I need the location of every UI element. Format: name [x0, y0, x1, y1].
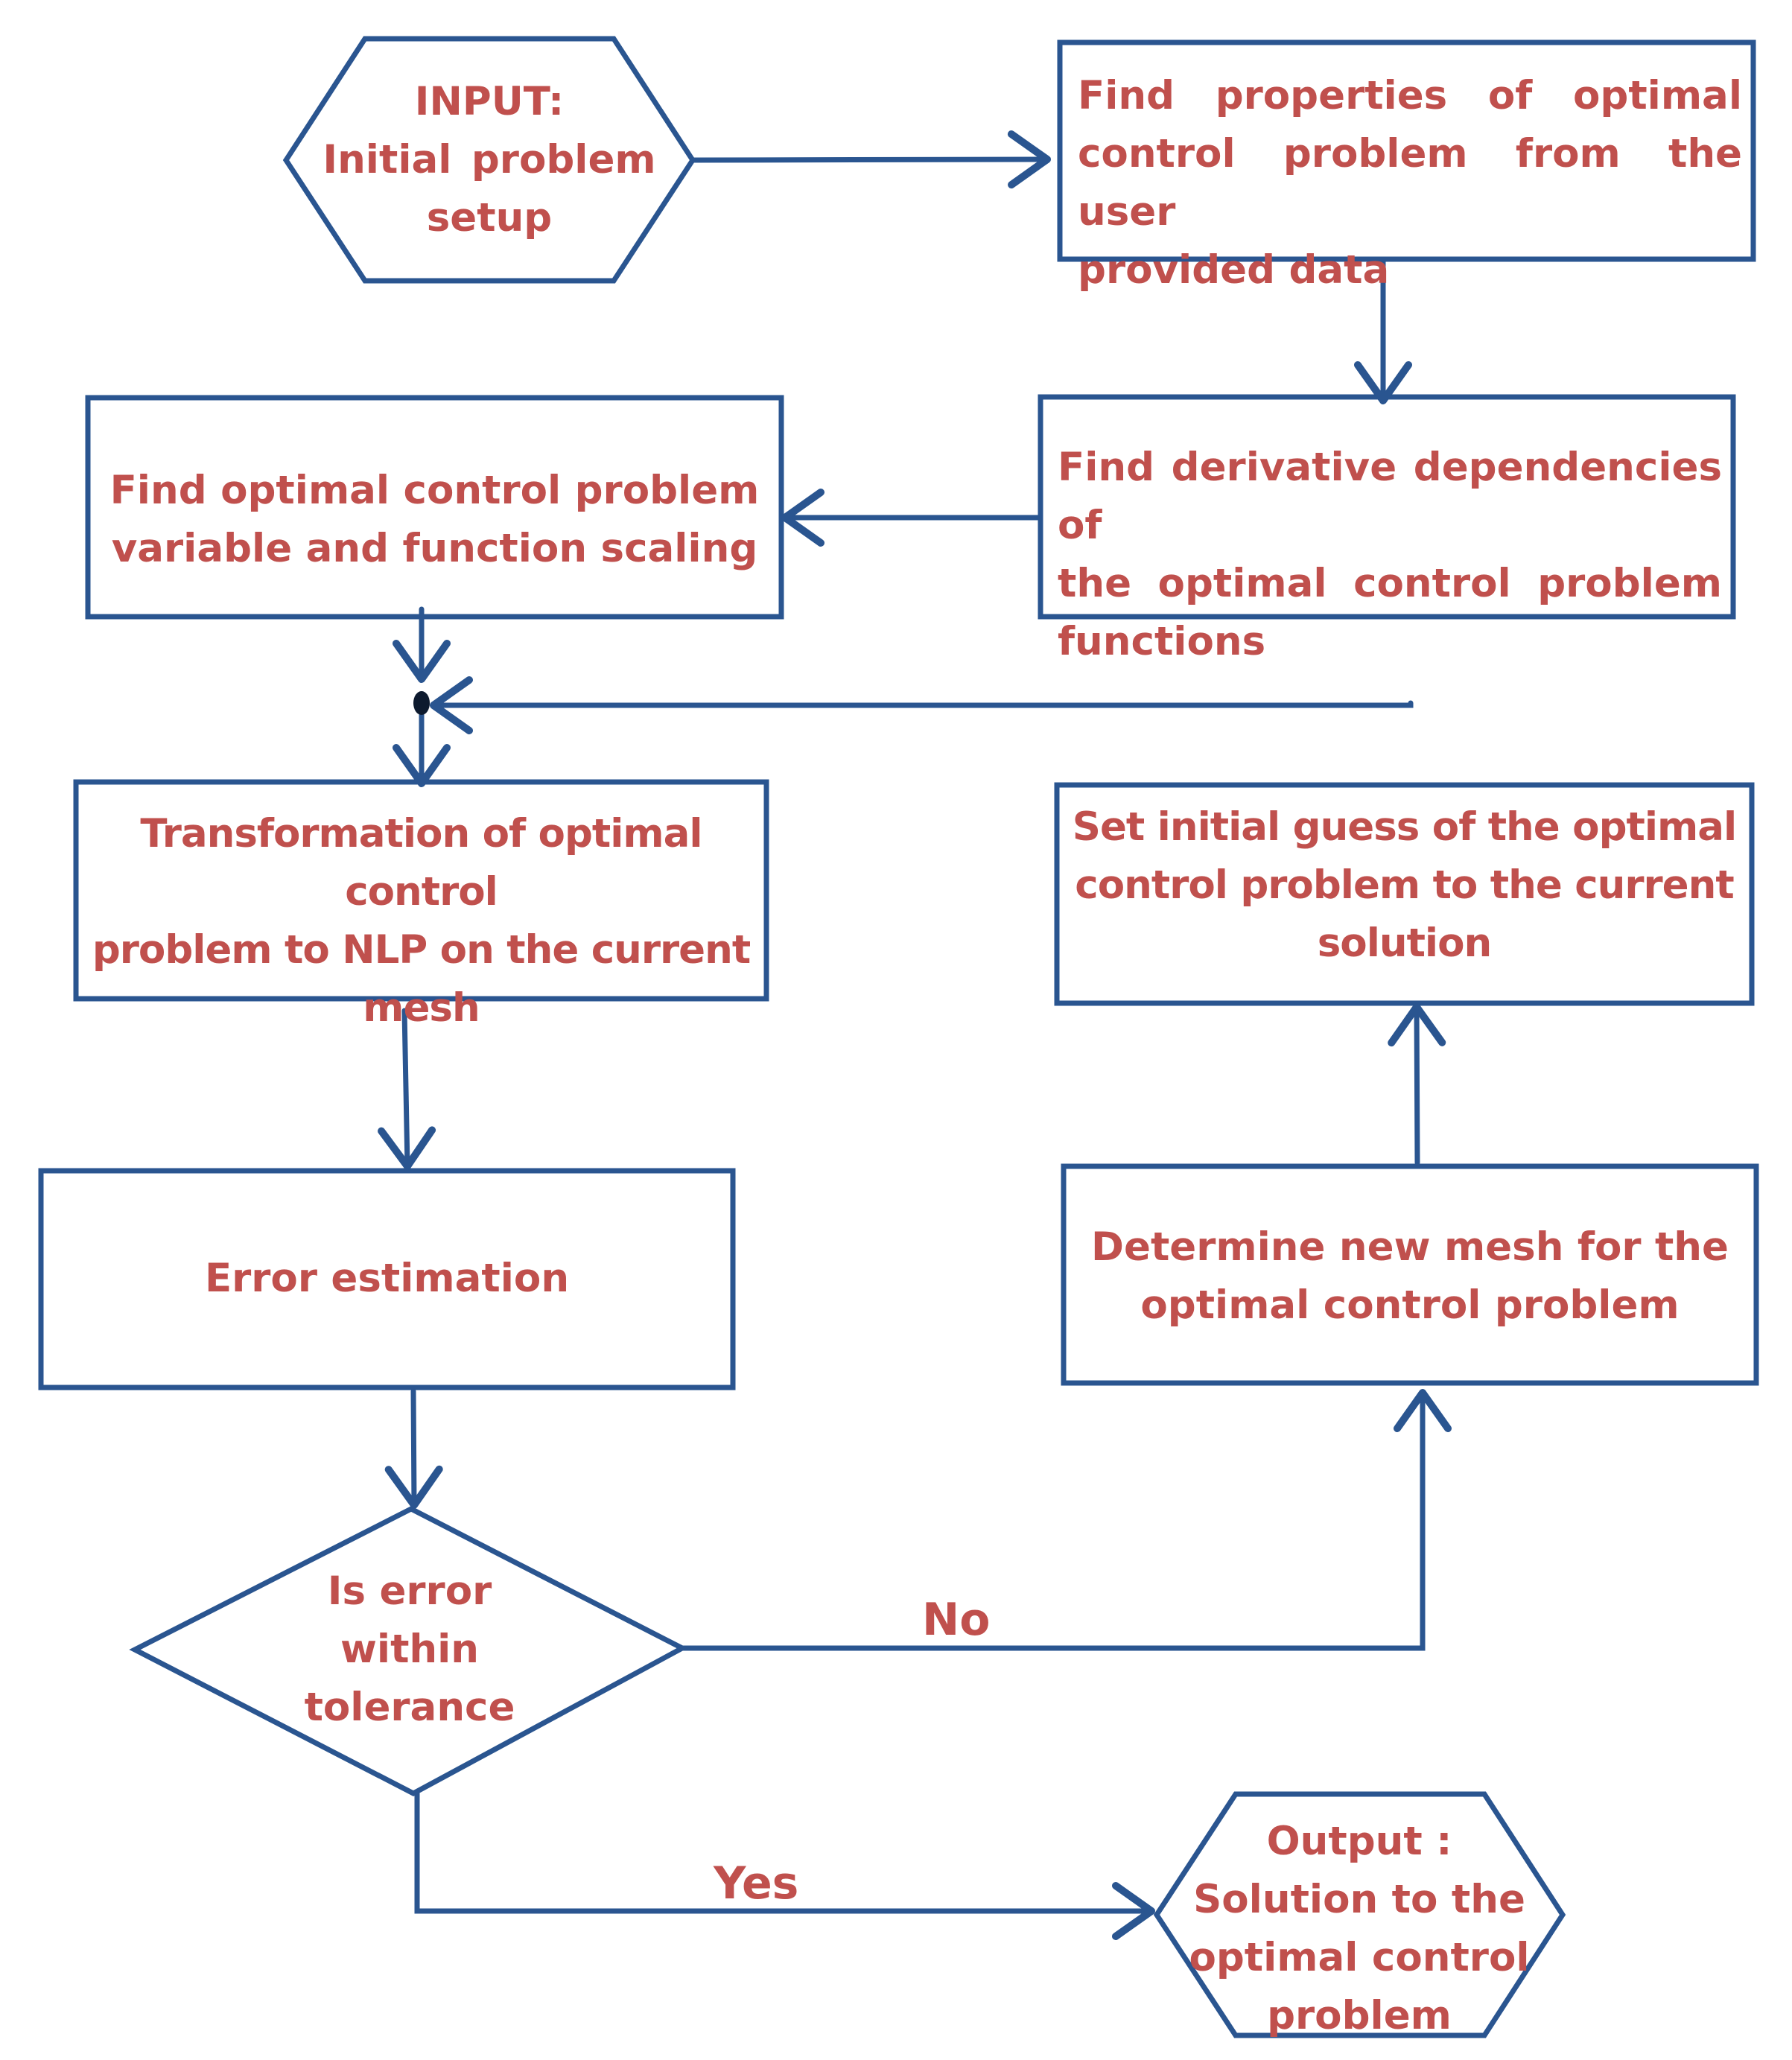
- edge-decision-yes-to-output: [414, 1790, 1155, 1940]
- find-scaling-line-1: Find optimal control problem: [109, 468, 760, 513]
- find-derivative-box: [1038, 394, 1736, 620]
- transformation-box: [73, 779, 769, 1002]
- error-estimation-label: Error estimation: [41, 1250, 733, 1308]
- find-scaling-line-2: variable and function scaling: [111, 526, 758, 571]
- find-scaling-label: Find optimal control problem variable an…: [88, 462, 781, 578]
- output-line-2: Solution to the: [1193, 1877, 1525, 1922]
- find-derivative-line-2: the optimal control problem: [1058, 561, 1722, 606]
- input-label-line-1: INPUT:: [414, 79, 565, 124]
- edge-input-to-properties: [690, 130, 1051, 189]
- determine-mesh-box: [1061, 1163, 1759, 1386]
- set-initial-guess-line-2: control problem to the current: [1075, 862, 1734, 908]
- set-initial-guess-box: [1054, 782, 1755, 1006]
- determine-mesh-line-2: optimal control problem: [1140, 1282, 1680, 1328]
- find-derivative-line-1: Find derivative dependencies of: [1058, 445, 1722, 548]
- edge-label-yes: Yes: [714, 1857, 799, 1910]
- find-properties-line-2: control problem from the user: [1078, 131, 1742, 235]
- decision-line-2: within: [340, 1627, 480, 1672]
- decision-label: Is error within tolerance: [246, 1563, 573, 1737]
- output-label: Output : Solution to the optimal control…: [1169, 1813, 1549, 2045]
- transformation-line-1: Transformation of optimal control: [140, 811, 702, 915]
- determine-mesh-line-1: Determine new mesh for the: [1091, 1224, 1729, 1270]
- input-label-line-2: Initial problem: [323, 137, 656, 182]
- find-properties-label: Find properties of optimal control probl…: [1078, 67, 1742, 299]
- transformation-line-2: problem to NLP on the current: [92, 927, 751, 973]
- find-properties-line-1: Find properties of optimal: [1078, 73, 1742, 118]
- output-line-4: problem: [1267, 1993, 1452, 2038]
- decision-diamond: [129, 1506, 688, 1796]
- input-hexagon: [282, 36, 696, 284]
- set-initial-guess-label: Set initial guess of the optimal control…: [1057, 798, 1752, 973]
- error-estimation-box: [38, 1168, 736, 1390]
- find-scaling-box: [85, 395, 784, 620]
- edge-initial-guess-loop: [430, 676, 1414, 734]
- determine-mesh-label: Determine new mesh for the optimal contr…: [1064, 1218, 1756, 1335]
- decision-line-1: Is error: [327, 1568, 492, 1614]
- transformation-label: Transformation of optimal control proble…: [76, 805, 766, 1037]
- find-properties-box: [1057, 39, 1756, 262]
- decision-line-3: tolerance: [304, 1685, 515, 1730]
- output-hexagon: [1153, 1791, 1566, 2038]
- edge-error-to-decision: [384, 1388, 443, 1509]
- edge-label-no: No: [922, 1594, 991, 1646]
- output-line-3: optimal control: [1189, 1935, 1530, 1980]
- find-derivative-label: Find derivative dependencies of the opti…: [1058, 439, 1722, 671]
- edge-decision-no-to-mesh: [679, 1389, 1452, 1651]
- input-label: INPUT: Initial problem setup: [298, 73, 681, 247]
- set-initial-guess-line-3: solution: [1317, 921, 1493, 966]
- find-properties-line-3: provided data: [1078, 247, 1390, 293]
- input-label-line-3: setup: [426, 195, 553, 241]
- find-derivative-line-3: functions: [1058, 619, 1266, 664]
- set-initial-guess-line-1: Set initial guess of the optimal: [1072, 804, 1737, 850]
- output-line-1: Output :: [1266, 1819, 1452, 1864]
- transformation-line-3: mesh: [363, 985, 480, 1031]
- edge-transformation-to-error: [378, 1008, 436, 1170]
- error-estimation-line-1: Error estimation: [204, 1256, 570, 1301]
- loop-junction-dot: [413, 691, 430, 715]
